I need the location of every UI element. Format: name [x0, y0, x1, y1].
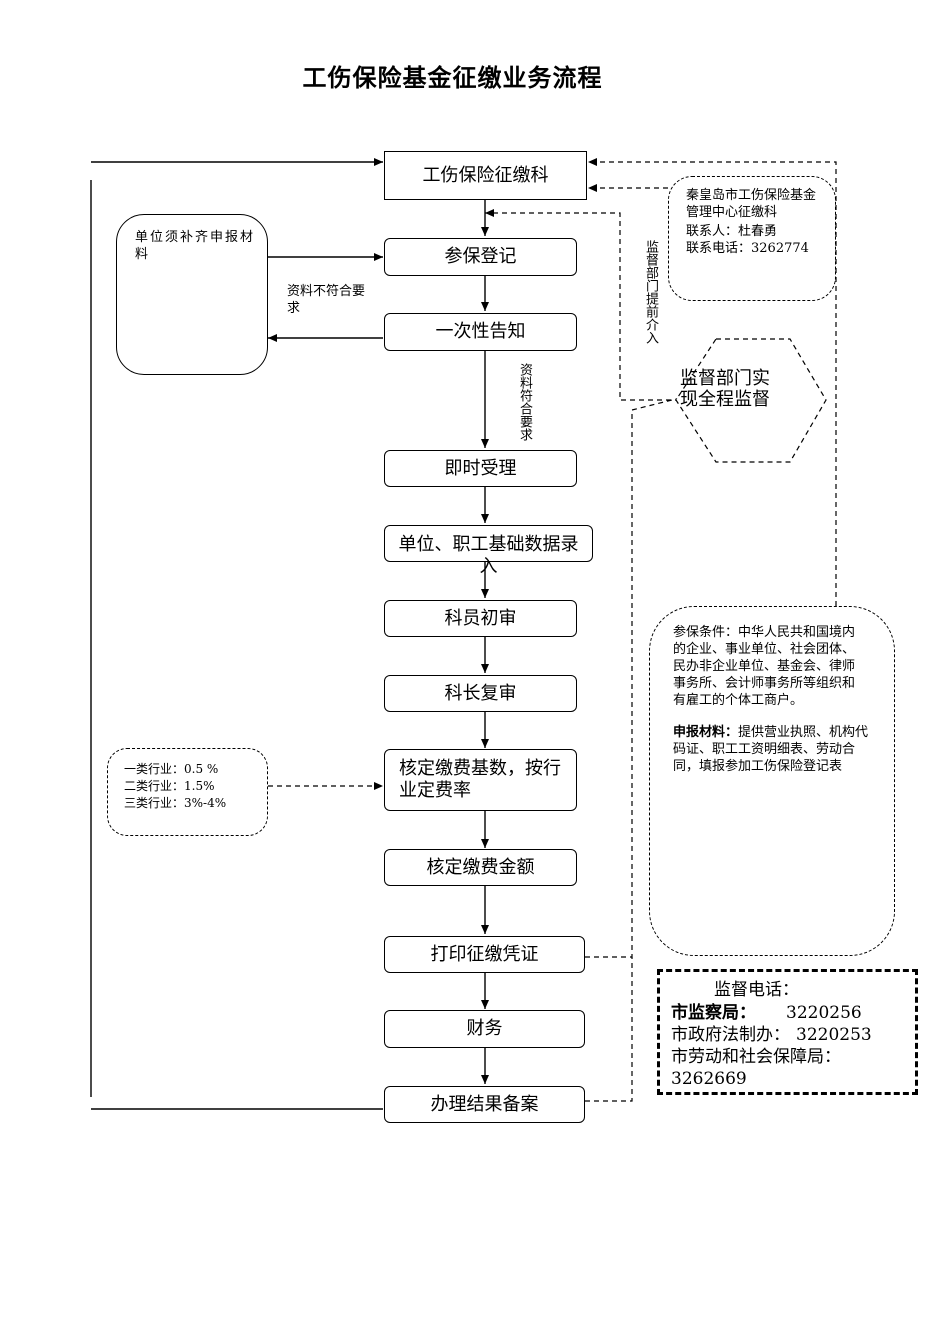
conditions-intro: 参保条件：中华人民共和国境内的企业、事业单位、社会团体、民办非企业单位、基金会、…	[673, 625, 856, 708]
rate-box: 核定缴费基数，按行业定费率	[384, 749, 577, 811]
supervision-line3-org: 市劳动和社会保障局：	[671, 1047, 841, 1067]
supervision-line3: 市劳动和社会保障局：3262669	[671, 1046, 916, 1090]
supervision-line2-phone: 3220253	[796, 1025, 872, 1045]
dept-box: 工伤保险征缴科	[384, 151, 587, 200]
amount-box: 核定缴费金额	[384, 849, 577, 886]
notice-box: 一次性告知	[384, 313, 577, 351]
hexagon-text: 监督部门实现全程监督	[680, 368, 770, 410]
not-meet-label: 资料不符合要求	[287, 284, 366, 316]
supervision-intervene-line	[485, 209, 680, 401]
supplement-label: 单位须补齐申报材料	[135, 230, 256, 262]
archive-box: 办理结果备案	[384, 1086, 585, 1123]
materials-text: 提供营业执照、机构代码证、职工工资明细表、劳动合同，填报参加工伤保险登记表	[673, 725, 869, 774]
supervision-phone-box: 监督电话： 市监察局： 3220256 市政府法制办： 3220253 市劳动和社会…	[657, 969, 918, 1095]
supervision-line2: 市政府法制办： 3220253	[671, 1024, 916, 1046]
rate-label: 核定缴费基数，按行业定费率	[399, 758, 561, 801]
materials-label: 申报材料：	[673, 725, 739, 740]
contact-phone: 联系电话：3262774	[686, 241, 809, 256]
first-review-box: 科员初审	[384, 600, 577, 637]
supervision-line3-phone: 3262669	[671, 1069, 747, 1089]
contact-box: 秦皇岛市工伤保险基金管理中心征缴科 联系人：杜春勇 联系电话：3262774	[668, 176, 836, 301]
supervision-hexagon	[675, 338, 827, 463]
meet-label: 资料符合要求	[517, 363, 532, 441]
supervision-line1-org: 市监察局：	[671, 1003, 756, 1023]
supplement-box: 单位须补齐申报材料	[116, 214, 268, 375]
supervise-intervene-label: 监督部门提前介入	[643, 240, 658, 344]
supervision-outer-loop	[588, 158, 837, 606]
industry-class1: 一类行业：0.5 %	[124, 762, 219, 776]
print-box: 打印征缴凭证	[384, 936, 585, 973]
industry-class2: 二类行业：1.5%	[124, 779, 215, 793]
accept-box: 即时受理	[384, 450, 577, 487]
supervision-heading: 监督电话：	[714, 980, 799, 1000]
contact-person: 联系人：杜春勇	[686, 224, 778, 239]
conditions-box: 参保条件：中华人民共和国境内的企业、事业单位、社会团体、民办非企业单位、基金会、…	[649, 606, 895, 956]
data-entry-box: 单位、职工基础数据录入	[384, 525, 593, 577]
industry-class3: 三类行业：3%-4%	[124, 796, 227, 810]
supervision-line1-phone: 3220256	[786, 1003, 862, 1023]
supervision-line2-org: 市政府法制办：	[671, 1025, 790, 1045]
second-review-box: 科长复审	[384, 675, 577, 712]
contact-org: 秦皇岛市工伤保险基金管理中心征缴科	[686, 188, 817, 220]
conditions-materials: 申报材料：提供营业执照、机构代码证、职工工资明细表、劳动合同，填报参加工伤保险登…	[673, 724, 873, 775]
industry-box: 一类行业：0.5 % 二类行业：1.5% 三类行业：3%-4%	[107, 748, 268, 836]
archive-to-supervision-line	[585, 957, 633, 1102]
register-box: 参保登记	[384, 238, 577, 276]
supervision-line1: 市监察局： 3220256	[671, 1002, 916, 1024]
finance-box: 财务	[384, 1010, 585, 1048]
page-title: 工伤保险基金征缴业务流程	[302, 63, 603, 92]
data-entry-label: 单位、职工基础数据录入	[398, 534, 579, 577]
